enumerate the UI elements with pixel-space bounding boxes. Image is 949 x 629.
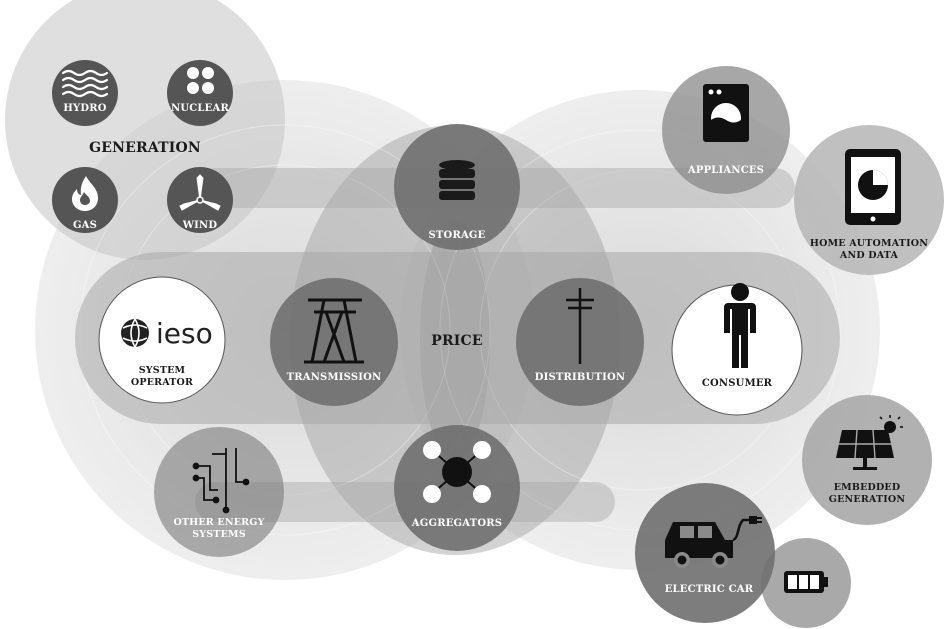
other-energy-systems-node [154, 427, 284, 557]
circuit-icon [192, 448, 250, 514]
appliances-label: APPLIANCES [687, 165, 764, 176]
aggregators-label: AGGREGATORS [411, 518, 502, 529]
storage-label: STORAGE [428, 230, 485, 241]
wind-turbine-icon [179, 174, 221, 211]
price-label: PRICE [431, 333, 483, 349]
gas-label: GAS [73, 220, 97, 231]
embedded-generation-label-1: EMBEDDED [834, 482, 901, 493]
other-energy-systems-label-2: SYSTEMS [192, 529, 246, 540]
tablet-icon [845, 149, 901, 225]
network-hub-icon [423, 441, 491, 503]
aggregators-group: AGGREGATORS [394, 425, 520, 551]
appliances-group: APPLIANCES [662, 66, 790, 194]
flame-icon [72, 176, 98, 211]
database-icon [439, 160, 475, 200]
electric-car-icon [665, 516, 762, 568]
home-automation-label-2: AND DATA [839, 250, 899, 261]
electric-car-label: ELECTRIC CAR [665, 584, 754, 595]
other-energy-systems-group: OTHER ENERGY SYSTEMS [154, 427, 284, 557]
consumer-group: CONSUMER [671, 283, 803, 416]
battery-icon [784, 571, 828, 593]
transmission-group: TRANSMISSION [270, 278, 398, 406]
generation-group: HYDRO NUCLEAR GENERATION GAS WIND [52, 60, 233, 233]
aggregators-node [394, 425, 520, 551]
hydro-icon [61, 69, 109, 98]
home-automation-group: HOME AUTOMATION AND DATA [794, 125, 944, 275]
person-icon [724, 283, 756, 368]
nuclear-node [167, 60, 233, 126]
system-operator-label-2: OPERATOR [131, 377, 193, 388]
battery-group [761, 538, 851, 628]
nuclear-icon [187, 67, 214, 94]
transmission-node [270, 278, 398, 406]
distribution-group: DISTRIBUTION [516, 278, 644, 406]
consumer-label: CONSUMER [702, 378, 773, 389]
solar-panel-icon [836, 415, 903, 470]
hydro-label: HYDRO [63, 103, 106, 114]
generation-title: GENERATION [89, 140, 201, 156]
distribution-label: DISTRIBUTION [535, 372, 626, 383]
electric-car-group: ELECTRIC CAR [635, 483, 775, 623]
system-operator-label-1: SYSTEM [139, 365, 186, 376]
utility-pole-icon [566, 288, 594, 364]
ieso-globe-icon [121, 318, 149, 348]
gas-node [52, 167, 118, 233]
other-energy-systems-label-1: OTHER ENERGY [173, 517, 264, 528]
nuclear-label: NUCLEAR [171, 103, 229, 114]
embedded-generation-group: EMBEDDED GENERATION [802, 395, 932, 525]
transmission-tower-icon [304, 298, 364, 364]
washing-machine-icon [703, 84, 749, 142]
wind-label: WIND [182, 220, 218, 231]
transmission-label: TRANSMISSION [287, 372, 382, 383]
system-operator-node [98, 276, 226, 404]
embedded-generation-label-2: GENERATION [829, 494, 906, 505]
storage-group: STORAGE [394, 124, 520, 250]
system-operator-group: ieso SYSTEM OPERATOR [98, 276, 226, 404]
ieso-logo-text: ieso [156, 317, 213, 350]
home-automation-label-1: HOME AUTOMATION [810, 238, 928, 249]
